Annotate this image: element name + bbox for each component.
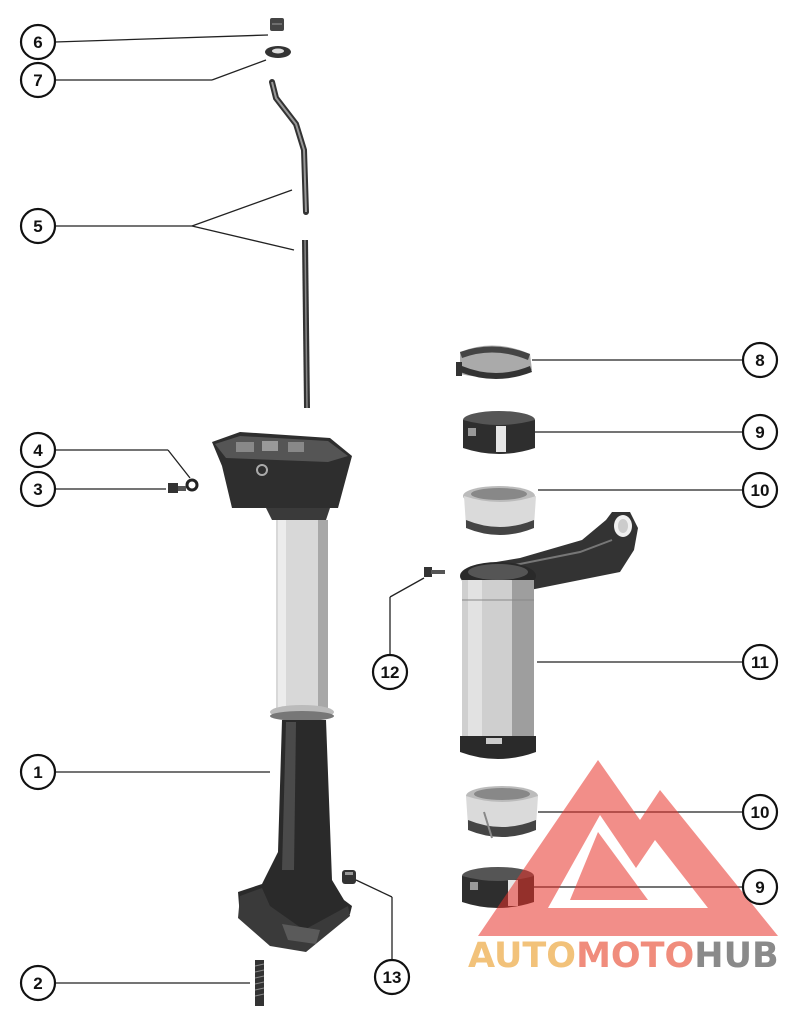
callout-label-3: 3 [33,480,42,499]
callout-label-7: 7 [33,71,42,90]
callout-circle-1 [19,753,57,791]
callout-circles [19,23,779,1002]
callout-circle-3 [19,470,57,508]
leader-12b [389,577,425,598]
callout-circle-4 [19,431,57,469]
leader-5a [191,189,293,227]
part-12-screw [424,567,445,577]
callout-label-8: 8 [755,351,764,370]
leader-13b [355,879,393,898]
part-10-bearing-upper [463,486,536,535]
part-6-nut [270,18,284,31]
callout-label-2: 2 [33,974,42,993]
callout-label-9a: 9 [755,423,764,442]
part-9-bushing-upper [463,411,535,454]
watermark-auto: AUTO [468,936,577,976]
callout-label-1: 1 [33,763,42,782]
callout-label-12: 12 [381,663,400,682]
callout-circle-5 [19,207,57,245]
leader-4b [167,449,191,479]
part-5-shift-rod [269,79,310,409]
part-10-bearing-lower [466,786,538,839]
callout-label-10b: 10 [751,803,770,822]
callout-circle-10a [741,471,779,509]
callout-label-11: 11 [751,653,769,672]
watermark-moto: MOTO [576,936,695,976]
callout-circle-13 [373,958,411,996]
watermark-logo-triangle [478,760,778,936]
watermark-wordmark: AUTOMOTOHUB [468,936,779,976]
callout-circle-9b [741,868,779,906]
callout-label-13: 13 [383,968,402,987]
part-11-swivel-bracket [460,512,638,759]
leader-5b [191,225,295,251]
callout-circle-7 [19,61,57,99]
callout-circle-6 [19,23,57,61]
part-13-grommet [342,870,356,884]
callout-label-9b: 9 [755,878,764,897]
leader-6 [54,34,269,43]
callout-circle-8 [741,341,779,379]
part-1-driveshaft-housing [212,432,352,952]
watermark-hub: HUB [694,936,779,976]
part-7-washer [265,46,291,58]
callout-circle-12 [371,653,409,691]
callout-label-6: 6 [33,33,42,52]
callout-circle-9a [741,413,779,451]
callout-label-10a: 10 [751,481,770,500]
leader-7b [211,59,267,81]
callout-circle-10b [741,793,779,831]
callout-circle-2 [19,964,57,1002]
part-3-screw [168,483,186,493]
part-4-o-ring [185,478,199,492]
callout-circle-11 [741,643,779,681]
part-8-clamp [456,345,532,379]
callout-label-4: 4 [33,441,43,460]
part-2-stud [254,960,265,1006]
leader-lines [54,34,742,984]
callout-label-5: 5 [33,217,42,236]
